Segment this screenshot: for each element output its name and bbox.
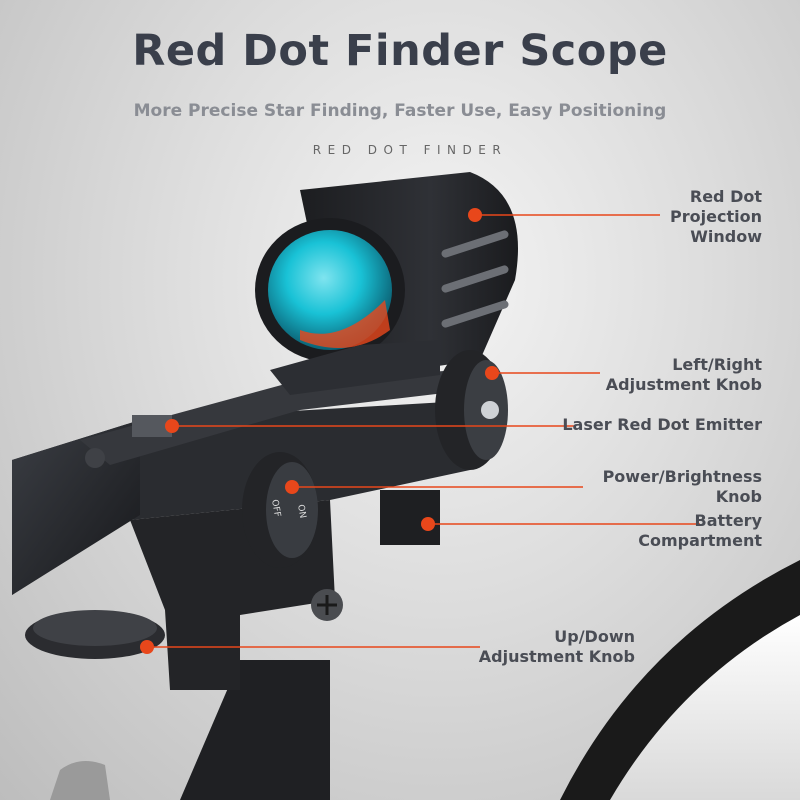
page-title: Red Dot Finder Scope (132, 26, 668, 76)
callout-line: Adjustment Knob (605, 375, 762, 394)
callout-ud-knob: Up/Down Adjustment Knob (479, 627, 635, 667)
lr-knob (435, 350, 508, 470)
knob-marks: ON OFF (269, 499, 307, 519)
callout-dots (140, 208, 499, 654)
callout-line: Laser Red Dot Emitter (562, 415, 762, 434)
callout-laser-emitter: Laser Red Dot Emitter (562, 415, 762, 435)
page-subtitle: More Precise Star Finding, Faster Use, E… (133, 101, 667, 121)
callout-line: Up/Down (554, 627, 635, 646)
callout-battery: Battery Compartment (638, 511, 762, 551)
callout-line: Left/Right (672, 355, 762, 374)
callout-line: Knob (715, 487, 762, 506)
callout-line: Battery (694, 511, 762, 530)
callout-line: Adjustment Knob (478, 647, 635, 666)
mount-post (50, 660, 330, 800)
power-knob (242, 452, 318, 568)
tagline: RED DOT FINDER (312, 143, 508, 157)
callout-lines (147, 214, 700, 648)
off-mark: OFF (269, 499, 282, 518)
callout-line: Compartment (638, 531, 762, 550)
callout-line: Projection (670, 207, 762, 226)
callout-lr-knob: Left/Right Adjustment Knob (606, 355, 762, 395)
projection-tube (255, 172, 518, 395)
ud-knob (25, 610, 165, 659)
on-mark: ON (295, 504, 307, 519)
callout-line: Red Dot (689, 187, 762, 206)
callout-power-knob: Power/Brightness Knob (603, 467, 762, 507)
telescope-tube (560, 560, 800, 800)
callout-line: Power/Brightness (602, 467, 762, 486)
callout-projection-window: Red Dot Projection Window (670, 187, 762, 247)
callout-line: Window (690, 227, 762, 246)
